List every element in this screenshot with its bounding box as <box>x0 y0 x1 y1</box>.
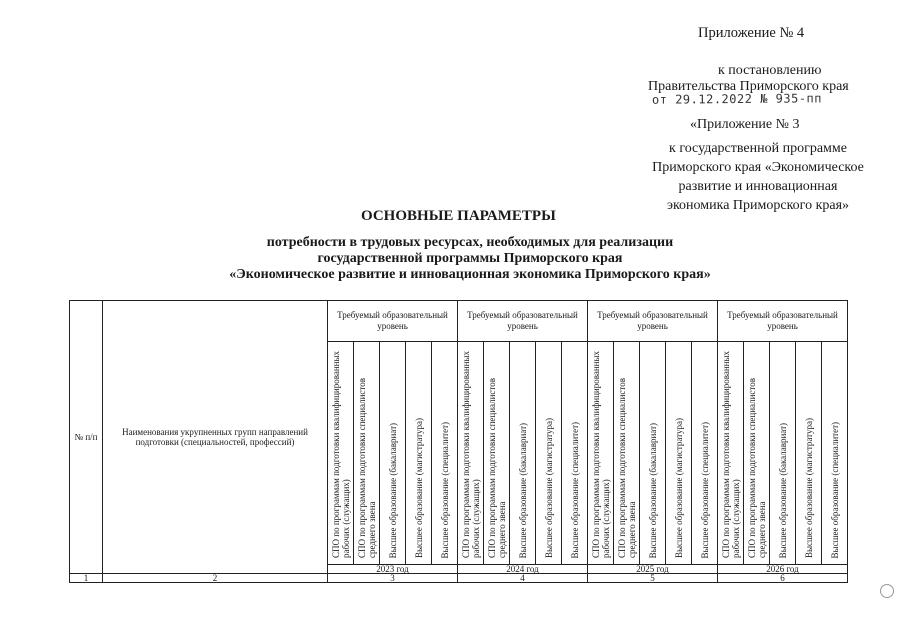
subtitle-line: потребности в трудовых ресурсах, необход… <box>266 235 674 250</box>
subcol-header: Высшее образование (специалитет) <box>561 341 588 565</box>
column-number: 2 <box>102 573 328 583</box>
subcol-header: Высшее образование (магистратура) <box>665 341 692 565</box>
program-ref-line: Приморского края «Экономическое <box>652 160 864 175</box>
stamp-number-sign: № <box>760 91 768 106</box>
column-number: 4 <box>457 573 588 583</box>
program-reference: к государственной программе Приморского … <box>608 139 905 215</box>
level-header-label: Требуемый образовательный уровень <box>597 310 708 331</box>
scan-artifact-mark <box>880 584 894 598</box>
subcol-header: Высшее образование (магистратура) <box>795 341 822 565</box>
header-direction-groups: Наименования укрупненных групп направлен… <box>102 300 328 574</box>
subcol-label: СПО по программам подготовки квалифициро… <box>460 350 481 558</box>
appendix-number: Приложение № 4 <box>698 25 805 41</box>
subcol-label: СПО по программам подготовки квалифициро… <box>720 350 741 558</box>
subcol-label: Высшее образование (специалитет) <box>439 421 450 558</box>
subcol-header: Высшее образование (специалитет) <box>431 341 458 565</box>
column-number: 3 <box>327 573 458 583</box>
stamp-date: от 29.12.2022 <box>651 91 753 107</box>
subcol-header: СПО по программам подготовки специалисто… <box>353 341 380 565</box>
program-ref-line: экономика Приморского края» <box>666 198 850 213</box>
level-header-label: Требуемый образовательный уровень <box>467 310 578 331</box>
level-header-label: Требуемый образовательный уровень <box>727 310 838 331</box>
subcol-header: СПО по программам подготовки специалисто… <box>483 341 510 565</box>
subcol-label: Высшее образование (специалитет) <box>569 421 580 558</box>
subcol-header: СПО по программам подготовки квалифициро… <box>717 341 744 565</box>
subcol-label: Высшее образование (специалитет) <box>699 421 710 558</box>
subcol-header: Высшее образование (магистратура) <box>535 341 562 565</box>
subtitle-line: «Экономическое развитие и инновационная … <box>229 267 711 282</box>
subcol-label: СПО по программам подготовки специалисто… <box>356 378 377 558</box>
subcol-header: СПО по программам подготовки специалисто… <box>743 341 770 565</box>
subcol-label: СПО по программам подготовки специалисто… <box>486 378 507 558</box>
government-name: Правительства Приморского края <box>648 79 849 94</box>
subcol-label: СПО по программам подготовки специалисто… <box>616 378 637 558</box>
subcol-header: СПО по программам подготовки квалифициро… <box>327 341 354 565</box>
level-header-label: Требуемый образовательный уровень <box>337 310 448 331</box>
column-number: 6 <box>717 573 848 583</box>
program-ref-line: развитие и инновационная <box>678 179 838 194</box>
subcol-label: СПО по программам подготовки квалифициро… <box>590 350 611 558</box>
subcol-header: Высшее образование (бакалавриат) <box>639 341 666 565</box>
subcol-label: Высшее образование (бакалавриат) <box>647 422 658 558</box>
subcol-header: Высшее образование (специалитет) <box>821 341 848 565</box>
subcol-label: Высшее образование (специалитет) <box>829 421 840 558</box>
subcol-label: Высшее образование (бакалавриат) <box>387 422 398 558</box>
subcol-label: Высшее образование (магистратура) <box>543 417 554 558</box>
subcol-label: Высшее образование (бакалавриат) <box>517 422 528 558</box>
subcol-header: Высшее образование (бакалавриат) <box>769 341 796 565</box>
subcol-label: СПО по программам подготовки специалисто… <box>746 378 767 558</box>
level-header-2024: Требуемый образовательный уровень <box>457 300 588 342</box>
subcol-header: СПО по программам подготовки квалифициро… <box>457 341 484 565</box>
resolution-stamp: от 29.12.2022 № 935-пп <box>652 91 822 106</box>
subcol-label: Высшее образование (магистратура) <box>803 417 814 558</box>
subcol-header: Высшее образование (бакалавриат) <box>509 341 536 565</box>
stamp-number: 935-пп <box>775 91 823 106</box>
header-number-label: № п/п <box>74 432 98 442</box>
subcol-header: СПО по программам подготовки квалифициро… <box>587 341 614 565</box>
subcol-label: Высшее образование (бакалавриат) <box>777 422 788 558</box>
level-header-2023: Требуемый образовательный уровень <box>327 300 458 342</box>
subcol-header: Высшее образование (магистратура) <box>405 341 432 565</box>
document-subtitle: потребности в трудовых ресурсах, необход… <box>140 235 800 283</box>
subcol-header: Высшее образование (специалитет) <box>691 341 718 565</box>
subcol-header: СПО по программам подготовки специалисто… <box>613 341 640 565</box>
resolution-reference: к постановлению <box>718 63 822 78</box>
subcol-label: Высшее образование (магистратура) <box>673 417 684 558</box>
column-number: 5 <box>587 573 718 583</box>
subtitle-line: государственной программы Приморского кр… <box>317 251 623 266</box>
subcol-label: Высшее образование (магистратура) <box>413 417 424 558</box>
subcol-header: Высшее образование (бакалавриат) <box>379 341 406 565</box>
column-number: 1 <box>69 573 103 583</box>
header-direction-groups-label: Наименования укрупненных групп направлен… <box>122 427 308 447</box>
program-ref-line: к государственной программе <box>669 141 847 156</box>
level-header-2025: Требуемый образовательный уровень <box>587 300 718 342</box>
parameters-table: № п/п Наименования укрупненных групп нап… <box>69 300 848 583</box>
level-header-2026: Требуемый образовательный уровень <box>717 300 848 342</box>
previous-appendix-number: «Приложение № 3 <box>690 117 800 132</box>
subcol-label: СПО по программам подготовки квалифициро… <box>330 350 351 558</box>
document-title: ОСНОВНЫЕ ПАРАМЕТРЫ <box>361 208 556 224</box>
header-number: № п/п <box>69 300 103 574</box>
